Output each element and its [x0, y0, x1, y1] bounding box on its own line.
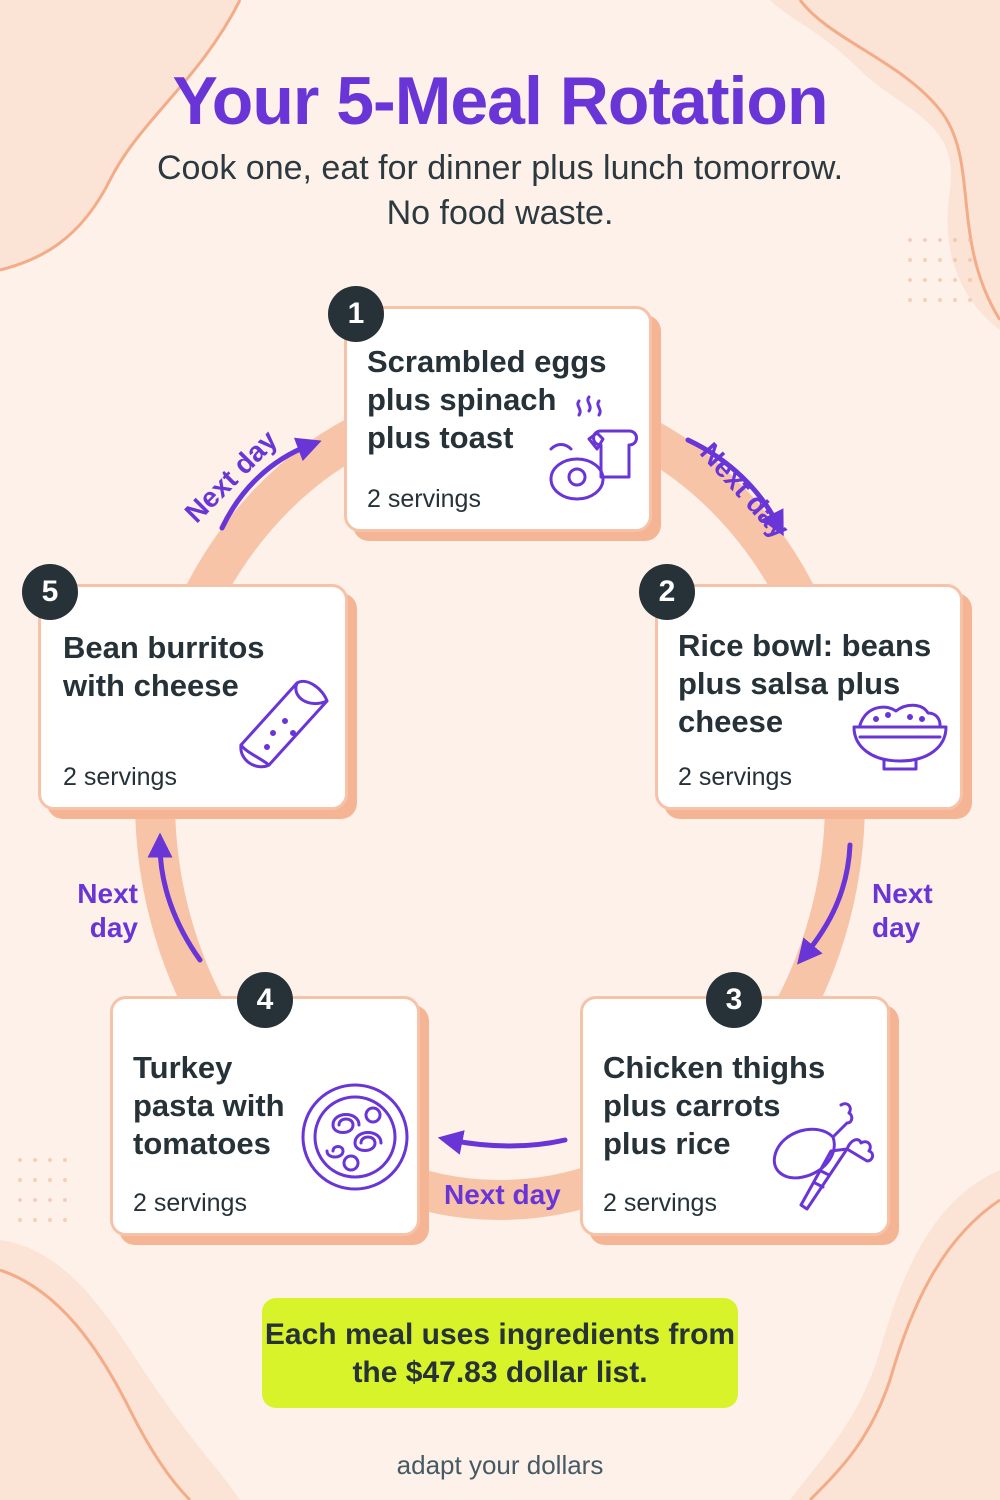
ingredients-callout: Each meal uses ingredients from the $47.… [262, 1298, 738, 1408]
next-day-label-3-to-4: Next day [444, 1179, 561, 1210]
arrow-2-to-3 [796, 842, 853, 965]
meal-name: Rice bowl: beans plus salsa plus cheese [678, 628, 932, 739]
callout-text: Each meal uses ingredients from the $47.… [264, 1318, 736, 1389]
arrow-5-to-1 [219, 437, 322, 531]
next-day-label-2-to-3: Next day [872, 878, 933, 943]
meal-name: Turkey pasta with tomatoes [133, 1050, 285, 1161]
chicken-carrot-icon [772, 1102, 875, 1211]
meal-card-1: Scrambled eggs plus spinach plus toast 2… [344, 306, 652, 532]
meal-card-4: Turkey pasta with tomatoes 2 servings [110, 996, 420, 1236]
page-title: Your 5-Meal Rotation [172, 63, 829, 139]
meal-name: Scrambled eggs plus spinach plus toast [367, 344, 607, 455]
step-badge-1: 1 [328, 286, 384, 342]
meal-servings: 2 servings [63, 763, 177, 791]
burrito-icon [239, 680, 329, 769]
meal-servings: 2 servings [678, 763, 792, 791]
step-badge-3: 3 [706, 972, 762, 1028]
meal-servings: 2 servings [133, 1189, 247, 1217]
arrow-3-to-4 [437, 1130, 568, 1155]
rice-bowl-icon [852, 703, 948, 771]
step-badge-4: 4 [237, 972, 293, 1028]
meal-servings: 2 servings [603, 1189, 717, 1217]
meal-servings: 2 servings [367, 485, 481, 513]
arrow-4-to-5 [147, 832, 203, 963]
meal-name: Bean burritos with cheese [63, 630, 265, 703]
meal-card-3: Chicken thighs plus carrots plus rice 2 … [580, 996, 890, 1236]
page-subtitle: Cook one, eat for dinner plus lunch tomo… [156, 149, 844, 232]
brand-footer: adapt your dollars [396, 1450, 604, 1480]
next-day-label-4-to-5: Next day [77, 878, 138, 943]
eggs-toast-icon [549, 395, 638, 501]
step-badge-2: 2 [639, 564, 695, 620]
step-badge-5: 5 [22, 564, 78, 620]
pasta-plate-icon [301, 1083, 409, 1191]
meal-card-5: Bean burritos with cheese 2 servings [38, 584, 348, 810]
meal-name: Chicken thighs plus carrots plus rice [603, 1050, 826, 1161]
arrow-1-to-2 [685, 437, 784, 537]
meal-card-2: Rice bowl: beans plus salsa plus cheese … [655, 584, 963, 810]
